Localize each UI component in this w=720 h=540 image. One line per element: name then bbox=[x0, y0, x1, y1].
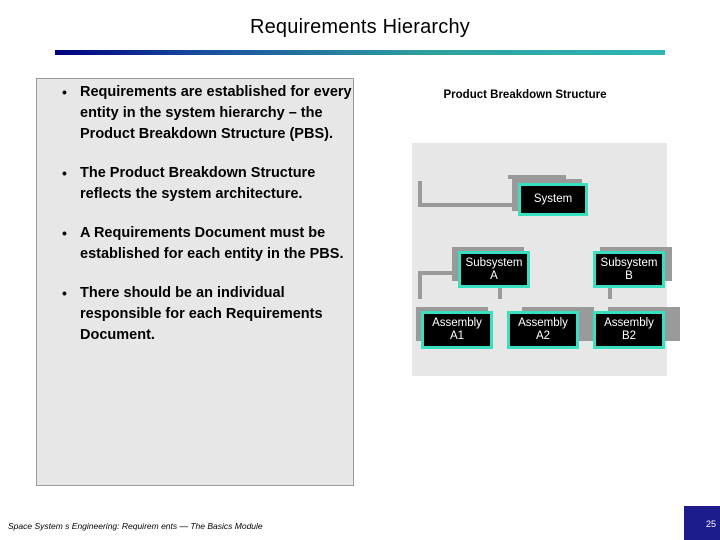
list-item: • The Product Breakdown Structure reflec… bbox=[44, 163, 354, 205]
diagram-node-label: Assembly A1 bbox=[432, 317, 482, 342]
page-title: Requirements Hierarchy bbox=[249, 16, 471, 38]
diagram-node-system[interactable]: System bbox=[518, 183, 588, 216]
list-item: • Requirements are established for every… bbox=[44, 82, 354, 145]
list-item-text: The Product Breakdown Structure reflects… bbox=[80, 165, 316, 202]
bullet-marker-icon: • bbox=[62, 225, 67, 241]
diagram-node-assembly-b2[interactable]: Assembly B2 bbox=[593, 311, 665, 349]
diagram-node-label: Subsystem A bbox=[465, 256, 523, 282]
footer-accent-bar bbox=[684, 506, 720, 540]
bullet-marker-icon: • bbox=[62, 84, 67, 100]
bullet-panel bbox=[36, 78, 354, 486]
connector-subsystem-a-drop bbox=[418, 181, 422, 207]
list-item: • A Requirements Document must be establ… bbox=[44, 223, 354, 265]
list-item-text: A Requirements Document must be establis… bbox=[80, 225, 344, 262]
diagram-caption: Product Breakdown Structure bbox=[443, 89, 607, 101]
connector-assembly-a1-drop bbox=[418, 271, 422, 299]
footer-source: Space System s Engineering: Requirem ent… bbox=[8, 521, 263, 531]
connector-system-stem bbox=[508, 175, 566, 179]
list-item: • There should be an individual responsi… bbox=[44, 283, 354, 346]
diagram-node-assembly-a1[interactable]: Assembly A1 bbox=[421, 311, 493, 349]
diagram-node-assembly-a2[interactable]: Assembly A2 bbox=[507, 311, 579, 349]
bullet-list: • Requirements are established for every… bbox=[44, 82, 354, 364]
diagram-node-label: Assembly B2 bbox=[604, 317, 654, 342]
diagram-node-subsystem-a[interactable]: Subsystem A bbox=[458, 251, 530, 288]
diagram-node-label: Assembly A2 bbox=[518, 317, 568, 342]
title-divider bbox=[55, 50, 665, 55]
diagram-panel: System Subsystem A Subsystem B Assembly … bbox=[412, 143, 680, 376]
connector-system-to-subsystems bbox=[418, 203, 566, 207]
diagram-node-label: System bbox=[533, 193, 573, 205]
diagram-node-label: Subsystem B bbox=[600, 256, 658, 282]
bullet-marker-icon: • bbox=[62, 165, 67, 181]
list-item-text: There should be an individual responsibl… bbox=[80, 285, 323, 343]
diagram-node-subsystem-b[interactable]: Subsystem B bbox=[593, 251, 665, 288]
list-item-text: Requirements are established for every e… bbox=[80, 84, 352, 142]
bullet-marker-icon: • bbox=[62, 285, 67, 301]
footer-page-number: 25 bbox=[705, 519, 716, 529]
